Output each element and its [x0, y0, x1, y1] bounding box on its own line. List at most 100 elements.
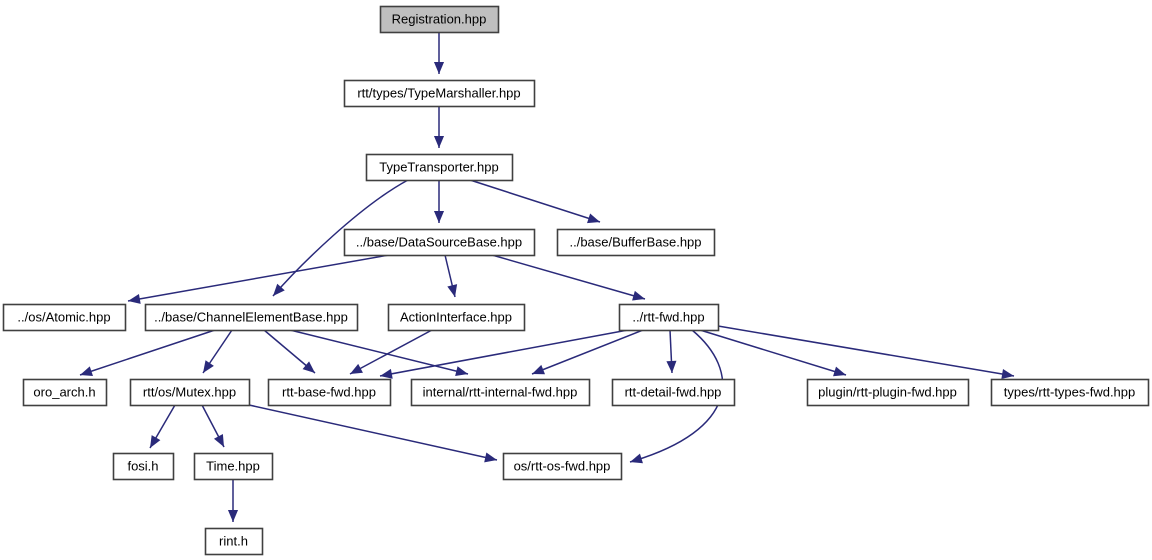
arrow-head-icon: [484, 452, 497, 463]
node-label: Registration.hpp: [392, 11, 487, 26]
arrow-head-icon: [227, 510, 239, 522]
edge-line: [379, 329, 629, 377]
graph-node-rttfwd[interactable]: ../rtt-fwd.hpp: [618, 303, 720, 332]
graph-node-typetransporter[interactable]: TypeTransporter.hpp: [365, 153, 514, 182]
graph-node-registration[interactable]: Registration.hpp: [379, 5, 500, 34]
node-label: rtt-base-fwd.hpp: [282, 384, 376, 399]
graph-node-fosi[interactable]: fosi.h: [112, 452, 175, 481]
graph-edge-channelelementbase-to-rttbasefwd: [263, 329, 316, 374]
edge-line: [491, 254, 646, 300]
node-label: rtt/os/Mutex.hpp: [143, 384, 236, 399]
arrow-head-icon: [350, 363, 363, 374]
node-box[interactable]: [193, 452, 274, 481]
graph-edges-layer: [79, 32, 1015, 522]
node-box[interactable]: [144, 303, 359, 332]
graph-node-atomic[interactable]: ../os/Atomic.hpp: [2, 303, 127, 332]
graph-node-rttbasefwd[interactable]: rtt-base-fwd.hpp: [267, 378, 392, 407]
edge-line: [349, 329, 433, 375]
node-label: Time.hpp: [206, 458, 260, 473]
graph-edge-rttfwd-to-rttpluginfwd: [699, 329, 847, 377]
node-box[interactable]: [343, 79, 536, 108]
node-label: ../base/ChannelElementBase.hpp: [154, 309, 348, 324]
node-box[interactable]: [387, 303, 526, 332]
graph-edge-rttfwd-to-rttbasefwd: [379, 329, 629, 379]
arrow-head-icon: [213, 434, 224, 447]
graph-edge-channelelementbase-to-oroarch: [79, 329, 216, 376]
arrow-head-icon: [455, 366, 468, 377]
graph-edge-datasourcebase-to-atomic: [127, 254, 390, 304]
graph-edge-rttfwd-to-rttinternalfwd: [531, 329, 644, 375]
graph-node-rttpluginfwd[interactable]: plugin/rtt-plugin-fwd.hpp: [806, 378, 970, 407]
graph-edge-datasourcebase-to-rttfwd: [491, 254, 646, 301]
graph-edge-actioninterface-to-rttbasefwd: [349, 329, 433, 375]
graph-node-rttinternalfwd[interactable]: internal/rtt-internal-fwd.hpp: [410, 378, 591, 407]
node-box[interactable]: [379, 5, 500, 34]
node-box[interactable]: [267, 378, 392, 407]
node-box[interactable]: [806, 378, 970, 407]
graph-edge-registration-to-typemarshaller: [433, 32, 445, 74]
graph-node-mutex[interactable]: rtt/os/Mutex.hpp: [129, 378, 251, 407]
arrow-head-icon: [380, 368, 393, 379]
graph-edge-datasourcebase-to-actioninterface: [444, 254, 458, 298]
node-box[interactable]: [502, 452, 623, 481]
node-label: ActionInterface.hpp: [400, 309, 512, 324]
graph-node-rint[interactable]: rint.h: [204, 527, 264, 556]
node-label: types/rtt-types-fwd.hpp: [1004, 384, 1136, 399]
graph-node-osrttosfwd[interactable]: os/rtt-os-fwd.hpp: [502, 452, 623, 481]
graph-node-time[interactable]: Time.hpp: [193, 452, 274, 481]
arrow-head-icon: [150, 435, 161, 448]
edge-line: [127, 254, 390, 302]
graph-edge-typetransporter-to-datasourcebase: [433, 180, 445, 223]
arrow-head-icon: [80, 366, 93, 376]
edge-line: [79, 329, 216, 376]
node-box[interactable]: [556, 228, 716, 257]
edge-line: [717, 325, 1015, 377]
node-label: os/rtt-os-fwd.hpp: [514, 458, 611, 473]
node-box[interactable]: [365, 153, 514, 182]
node-label: ../base/DataSourceBase.hpp: [356, 234, 522, 249]
graph-edge-rttfwd-to-rtttypesfwd: [717, 325, 1015, 379]
node-label: ../os/Atomic.hpp: [17, 309, 110, 324]
arrow-head-icon: [433, 136, 445, 148]
node-box[interactable]: [2, 303, 127, 332]
edge-line: [531, 329, 644, 375]
node-box[interactable]: [22, 378, 108, 407]
node-box[interactable]: [129, 378, 251, 407]
node-box[interactable]: [990, 378, 1150, 407]
arrow-head-icon: [666, 360, 677, 373]
graph-edge-typemarshaller-to-typetransporter: [433, 106, 445, 148]
node-box[interactable]: [204, 527, 264, 556]
node-box[interactable]: [343, 228, 536, 257]
graph-node-datasourcebase[interactable]: ../base/DataSourceBase.hpp: [343, 228, 536, 257]
node-box[interactable]: [410, 378, 591, 407]
graph-node-oroarch[interactable]: oro_arch.h: [22, 378, 108, 407]
graph-edge-channelelementbase-to-rttinternalfwd: [289, 329, 469, 377]
node-box[interactable]: [112, 452, 175, 481]
graph-nodes-layer: Registration.hpp rtt/types/TypeMarshaller…: [2, 5, 1150, 556]
graph-edge-typetransporter-to-channelelementbase: [272, 179, 409, 297]
arrow-head-icon: [447, 284, 458, 297]
node-label: rtt-detail-fwd.hpp: [625, 384, 722, 399]
graph-node-channelelementbase[interactable]: ../base/ChannelElementBase.hpp: [144, 303, 359, 332]
node-label: rint.h: [219, 533, 248, 548]
arrow-head-icon: [630, 453, 643, 464]
graph-node-typemarshaller[interactable]: rtt/types/TypeMarshaller.hpp: [343, 79, 536, 108]
graph-edge-rttfwd-to-rttdetailfwd: [666, 329, 677, 374]
graph-node-rttdetailfwd[interactable]: rtt-detail-fwd.hpp: [611, 378, 736, 407]
edge-line: [272, 179, 409, 297]
graph-node-bufferbase[interactable]: ../base/BufferBase.hpp: [556, 228, 716, 257]
node-box[interactable]: [611, 378, 736, 407]
graph-edge-mutex-to-time: [201, 404, 225, 448]
graph-node-actioninterface[interactable]: ActionInterface.hpp: [387, 303, 526, 332]
edge-line: [699, 329, 847, 376]
edge-line: [289, 329, 469, 375]
graph-edge-mutex-to-osrttosfwd: [248, 404, 498, 463]
node-label: oro_arch.h: [33, 384, 95, 399]
node-box[interactable]: [618, 303, 720, 332]
graph-node-rtttypesfwd[interactable]: types/rtt-types-fwd.hpp: [990, 378, 1150, 407]
arrow-head-icon: [1001, 369, 1014, 379]
arrow-head-icon: [433, 62, 445, 74]
node-label: ../rtt-fwd.hpp: [632, 309, 704, 324]
